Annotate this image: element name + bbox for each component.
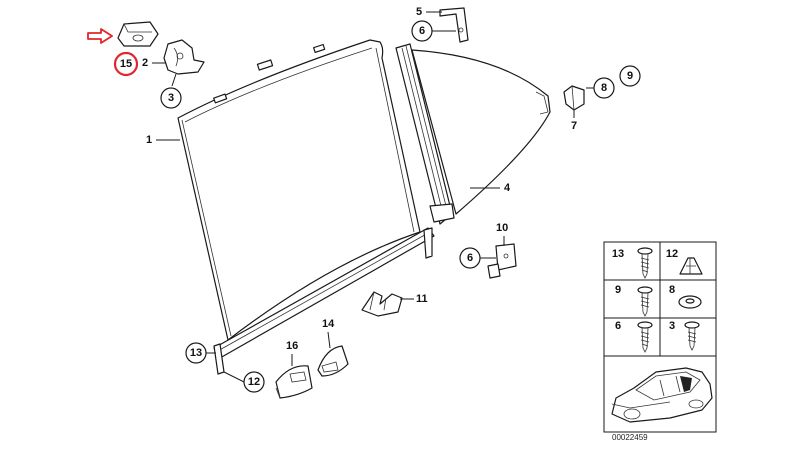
leader-3 — [171, 73, 177, 87]
part-11-label: 11 — [416, 293, 428, 305]
part-9-label: 9 — [627, 70, 633, 82]
part-14-handle — [317, 345, 349, 377]
arrow-right-icon — [87, 28, 113, 44]
part-6a-callout — [411, 20, 433, 42]
washer-icon — [678, 295, 702, 309]
part-5-bracket — [439, 7, 469, 43]
part-16-label: 16 — [286, 340, 298, 352]
part-6b-label: 6 — [467, 252, 473, 264]
grid-label-3: 3 — [669, 320, 675, 332]
part-6b-callout — [459, 247, 481, 269]
part-6a-label: 6 — [419, 25, 425, 37]
part-13-callout — [185, 342, 207, 364]
part-4-label: 4 — [504, 182, 511, 194]
grid-label-13: 13 — [612, 248, 624, 260]
part-15-label: 15 — [120, 58, 132, 70]
screw-icon — [637, 286, 653, 317]
part-2-hook — [163, 39, 205, 75]
leader-14 — [327, 331, 331, 349]
part-8-cap — [563, 85, 585, 111]
part-3-callout — [160, 87, 182, 109]
part-10-bracket — [487, 243, 517, 279]
part-8-label: 8 — [601, 82, 607, 94]
part-12-label: 12 — [248, 376, 260, 388]
part-12-callout — [243, 371, 265, 393]
grid-label-12: 12 — [666, 248, 678, 260]
part-14-label: 14 — [322, 318, 335, 330]
part-1-sunblind — [177, 39, 435, 375]
part-5-label: 5 — [416, 6, 422, 18]
part-7-label: 7 — [571, 120, 577, 132]
part-8-callout — [593, 77, 615, 99]
part-15-highlight — [113, 51, 139, 77]
part-11-guide — [361, 291, 403, 317]
part-2-label: 2 — [142, 57, 148, 69]
window-seal-strip — [395, 43, 455, 225]
clip-icon — [679, 257, 703, 275]
grid-label-8: 8 — [669, 284, 675, 296]
part-4-quarter-glass — [411, 49, 551, 215]
screw-icon — [684, 321, 700, 351]
diagram-id: 00022459 — [612, 433, 648, 442]
part-13-label: 13 — [190, 347, 202, 359]
grid-label-9: 9 — [615, 284, 621, 296]
part-9-callout — [619, 65, 641, 87]
screw-icon — [637, 247, 653, 279]
part-3-label: 3 — [168, 92, 174, 104]
part-1-label: 1 — [146, 134, 152, 146]
screw-icon — [637, 321, 653, 353]
grid-label-6: 6 — [615, 320, 621, 332]
car-icon — [611, 367, 713, 423]
part-16-cover — [275, 365, 313, 399]
hardware-grid: 13 12 9 8 6 — [603, 241, 717, 433]
part-10-label: 10 — [496, 222, 508, 234]
part-15-clip — [117, 21, 159, 47]
leader-12 — [223, 371, 245, 383]
